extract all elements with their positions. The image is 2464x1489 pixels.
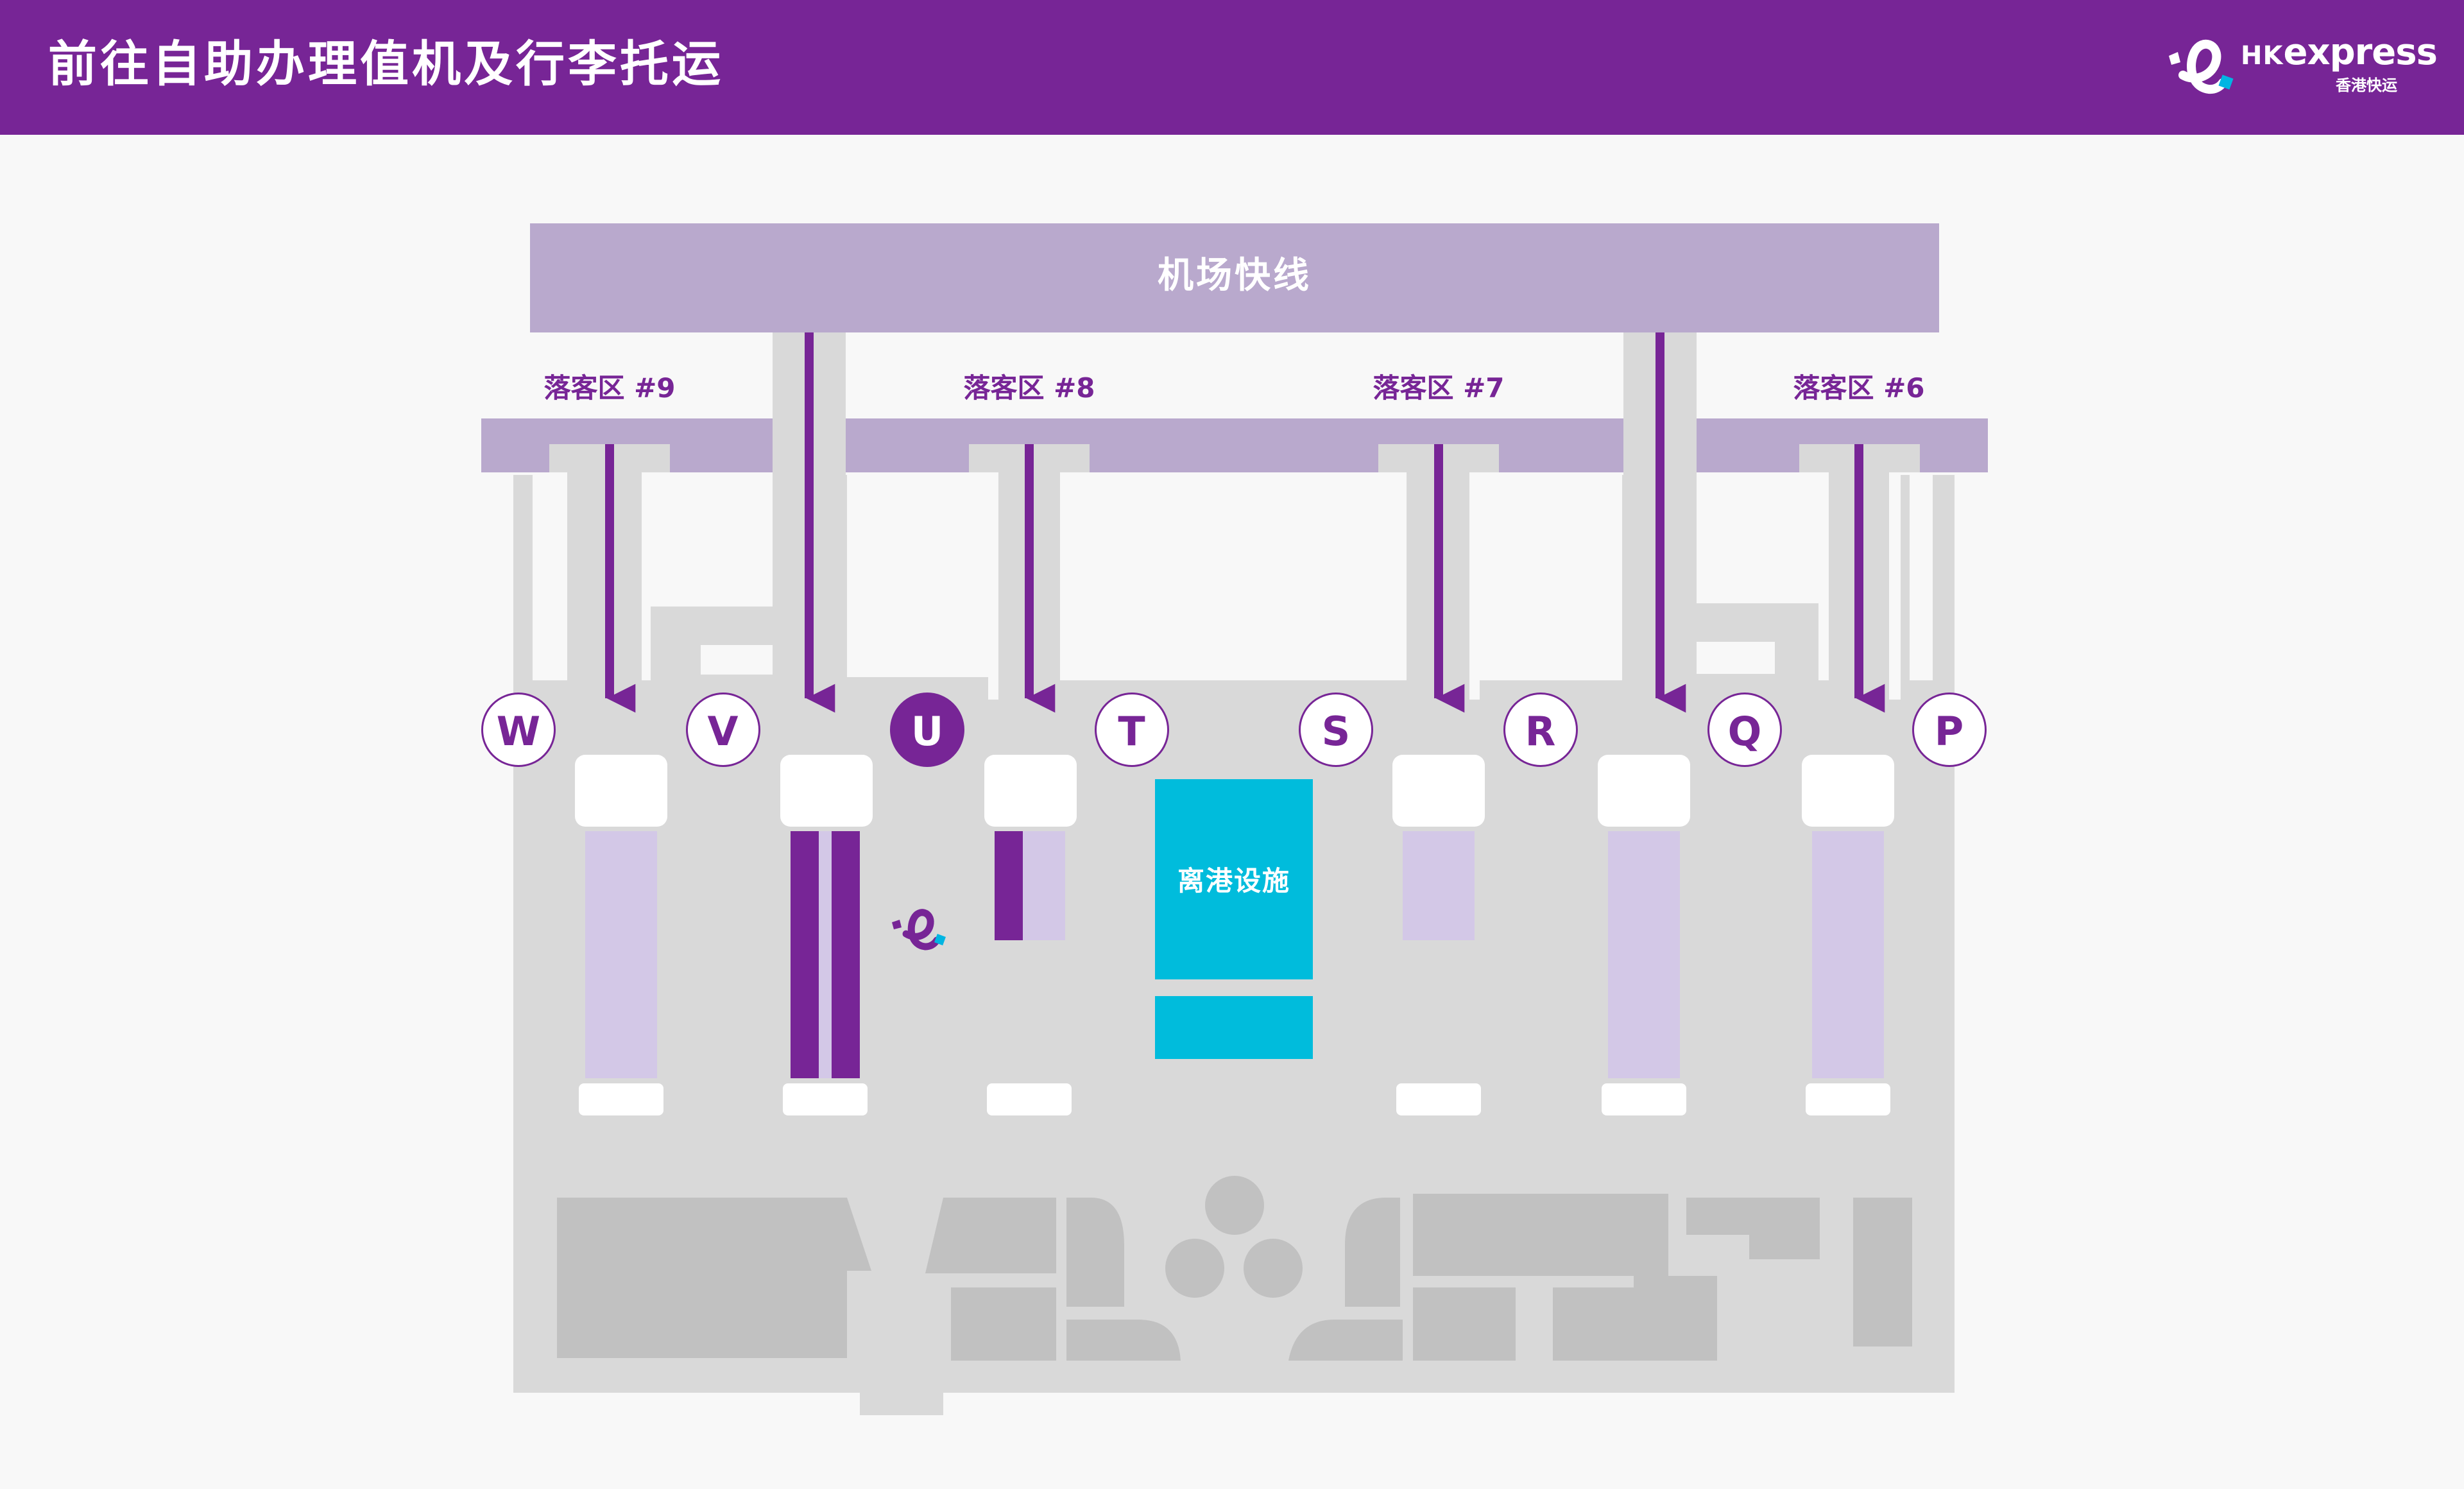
row-marker-p: P (1912, 693, 1987, 767)
hk-express-counter-icon (892, 909, 946, 951)
row-marker-r: R (1503, 693, 1578, 767)
counter-row-v-highlight-a (791, 831, 819, 1078)
header-bar: 前往自助办理值机及行李托运 HKexpress 香港快运 (0, 0, 2464, 135)
departure-facilities (1155, 779, 1313, 979)
airport-express-bar (530, 223, 1939, 332)
drop-off-zone-6-label: 落客区 #6 (1793, 372, 1925, 404)
row-marker-s: S (1299, 693, 1373, 767)
row-marker-q: Q (1707, 693, 1782, 767)
counter-row-r (1608, 831, 1680, 1078)
logo-chinese: 香港快运 (2336, 76, 2397, 94)
amenities (557, 1176, 1912, 1361)
counter-cap-q (1802, 755, 1894, 827)
departure-facilities-lower (1155, 996, 1313, 1059)
driveway-gaps (533, 462, 1933, 700)
hk-express-e-logo-icon (2169, 40, 2234, 94)
drop-off-zone-9-label: 落客区 #9 (543, 372, 676, 404)
airport-express-label: 机场快线 (1158, 255, 1312, 297)
drop-off-zone-7-label: 落客区 #7 (1373, 372, 1505, 404)
counter-row-v-gap (819, 831, 832, 1078)
counter-cap-u (984, 755, 1077, 827)
row-marker-v: V (685, 693, 760, 767)
counter-row-w (585, 831, 657, 1078)
counter-row-q (1812, 831, 1884, 1078)
page-title: 前往自助办理值机及行李托运 (48, 35, 724, 92)
curbside-rail (481, 418, 1988, 472)
logo-express: express (2283, 31, 2437, 73)
counter-row-u-highlight (995, 831, 1023, 940)
counter-row-v-highlight-b (832, 831, 860, 1078)
counter-cap-r (1598, 755, 1690, 827)
departure-facilities-label: 离港设施 (1177, 865, 1290, 897)
drop-off-zone-8-label: 落客区 #8 (963, 372, 1095, 404)
hall-exit (860, 1390, 943, 1415)
counter-islands (575, 755, 1894, 1115)
counter-bases (579, 1083, 1890, 1115)
row-marker-t: T (1094, 693, 1169, 767)
row-marker-w: W (481, 693, 556, 767)
counter-cap-w (575, 755, 667, 827)
logo-wordmark: HKexpress (2241, 31, 2438, 73)
direction-arrows (605, 332, 1885, 713)
counter-row-u-rest (1023, 831, 1065, 940)
logo-hk: HK (2241, 41, 2284, 71)
hk-express-logo: HKexpress 香港快运 (2162, 29, 2438, 106)
counter-row-s (1403, 831, 1475, 940)
counter-cap-v (780, 755, 873, 827)
row-marker-u: U (890, 693, 964, 767)
counter-cap-s (1392, 755, 1485, 827)
